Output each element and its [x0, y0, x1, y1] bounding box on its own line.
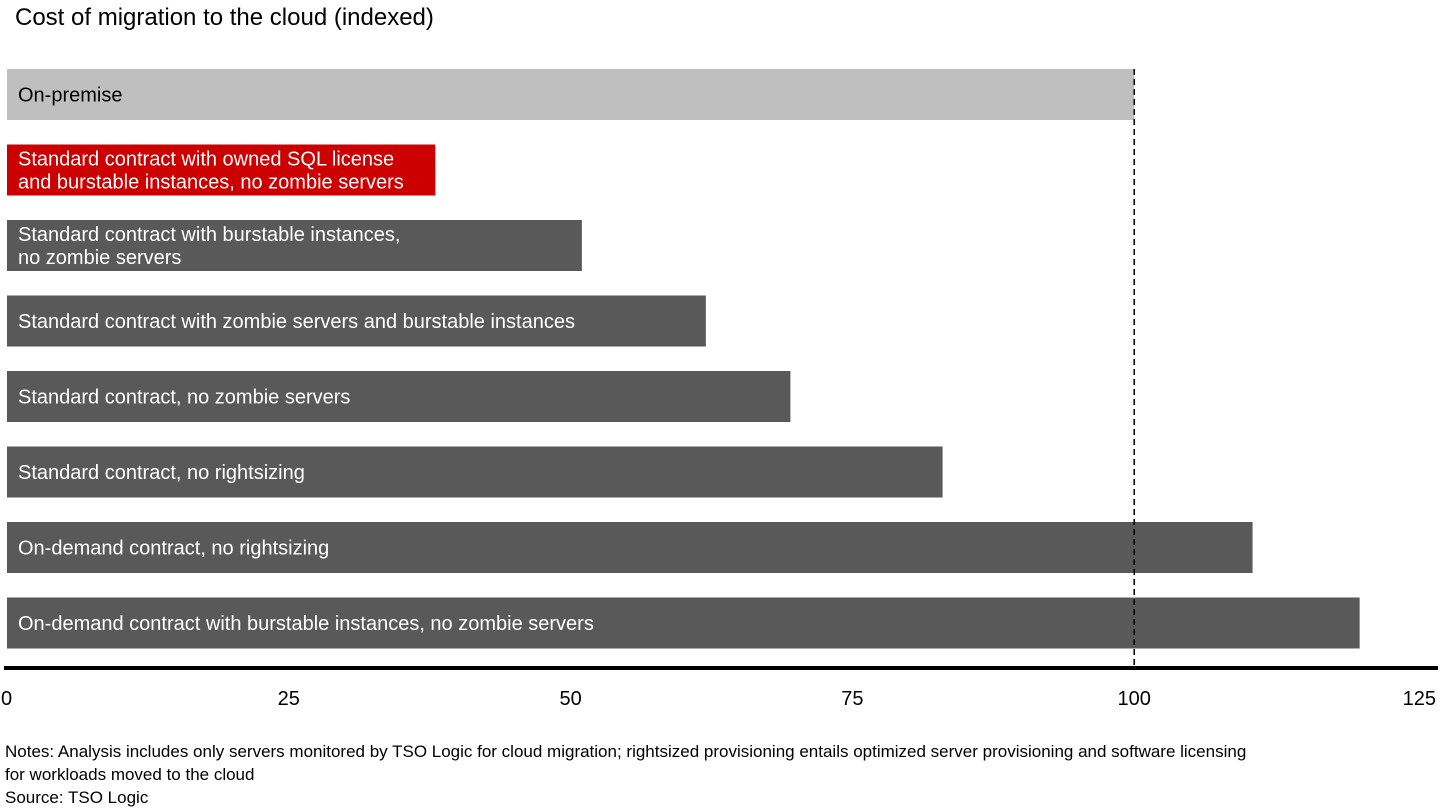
bar-3: [7, 220, 582, 271]
x-tick-label-75: 75: [841, 688, 863, 710]
bar-label-4: Standard contract with zombie servers an…: [18, 311, 575, 333]
notes-line-1: Notes: Analysis includes only servers mo…: [5, 742, 1247, 761]
bar-6: [7, 446, 943, 498]
x-tick-label-50: 50: [559, 688, 581, 710]
bar-label-7: On-demand contract, no rightsizing: [18, 538, 329, 560]
x-axis-ticks: 0 25 50 75 100 125: [1, 688, 1436, 710]
bar-label-1: On-premise: [18, 85, 122, 107]
x-tick-label-25: 25: [278, 688, 300, 710]
x-tick-label-100: 100: [1118, 688, 1151, 710]
bar-1: [7, 69, 1135, 120]
chart-title: Cost of migration to the cloud (indexed): [15, 4, 434, 31]
notes-line-2: for workloads moved to the cloud: [5, 765, 255, 784]
bar-5: [7, 371, 791, 422]
source-note: Source: TSO Logic: [5, 788, 149, 807]
bar-7: [7, 522, 1253, 573]
bar-label-2: Standard contract with owned SQL license…: [18, 149, 404, 194]
chart-notes: Notes: Analysis includes only servers mo…: [5, 740, 1435, 809]
bar-label-3: Standard contract with burstable instanc…: [18, 224, 400, 269]
bar-label-8: On-demand contract with burstable instan…: [18, 613, 594, 635]
x-tick-label-125: 125: [1403, 688, 1436, 710]
bar-label-6: Standard contract, no rightsizing: [18, 462, 305, 484]
bar-label-5: Standard contract, no zombie servers: [18, 387, 350, 409]
bar-2: [7, 144, 436, 196]
x-tick-label-0: 0: [1, 688, 12, 710]
bar-4: [7, 295, 706, 347]
